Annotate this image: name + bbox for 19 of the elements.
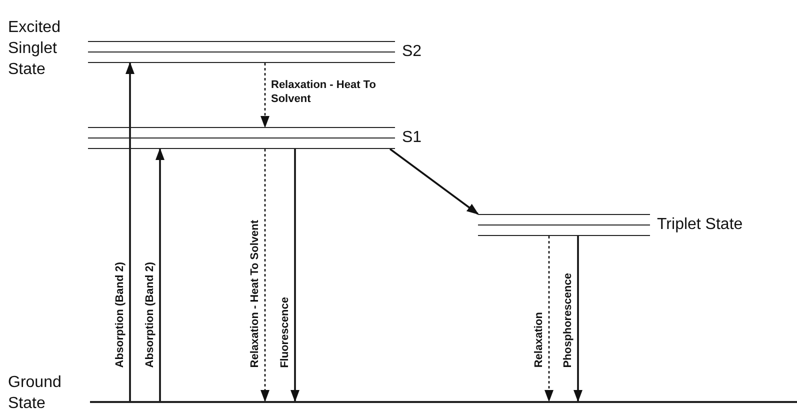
arrow	[389, 148, 479, 215]
arrow	[290, 149, 300, 402]
arrow	[544, 236, 554, 402]
arrow	[574, 236, 582, 402]
state-label: Ground State	[8, 373, 62, 414]
state-label: S1	[402, 130, 422, 146]
arrow	[126, 62, 134, 401]
energy-level	[88, 127, 422, 149]
edge-label: Absorption (Band 2)	[113, 262, 127, 368]
state-label: S2	[402, 44, 422, 60]
arrow	[260, 149, 270, 402]
state-label: Triplet State	[657, 217, 743, 233]
edge-label: Phosphorescence	[561, 273, 575, 368]
state-label: Excited Singlet State	[8, 18, 62, 80]
arrow	[260, 63, 270, 128]
energy-level	[478, 214, 743, 236]
energy-level	[88, 41, 422, 63]
arrow	[156, 148, 164, 401]
edge-label: Absorption (Band 2)	[143, 262, 157, 368]
